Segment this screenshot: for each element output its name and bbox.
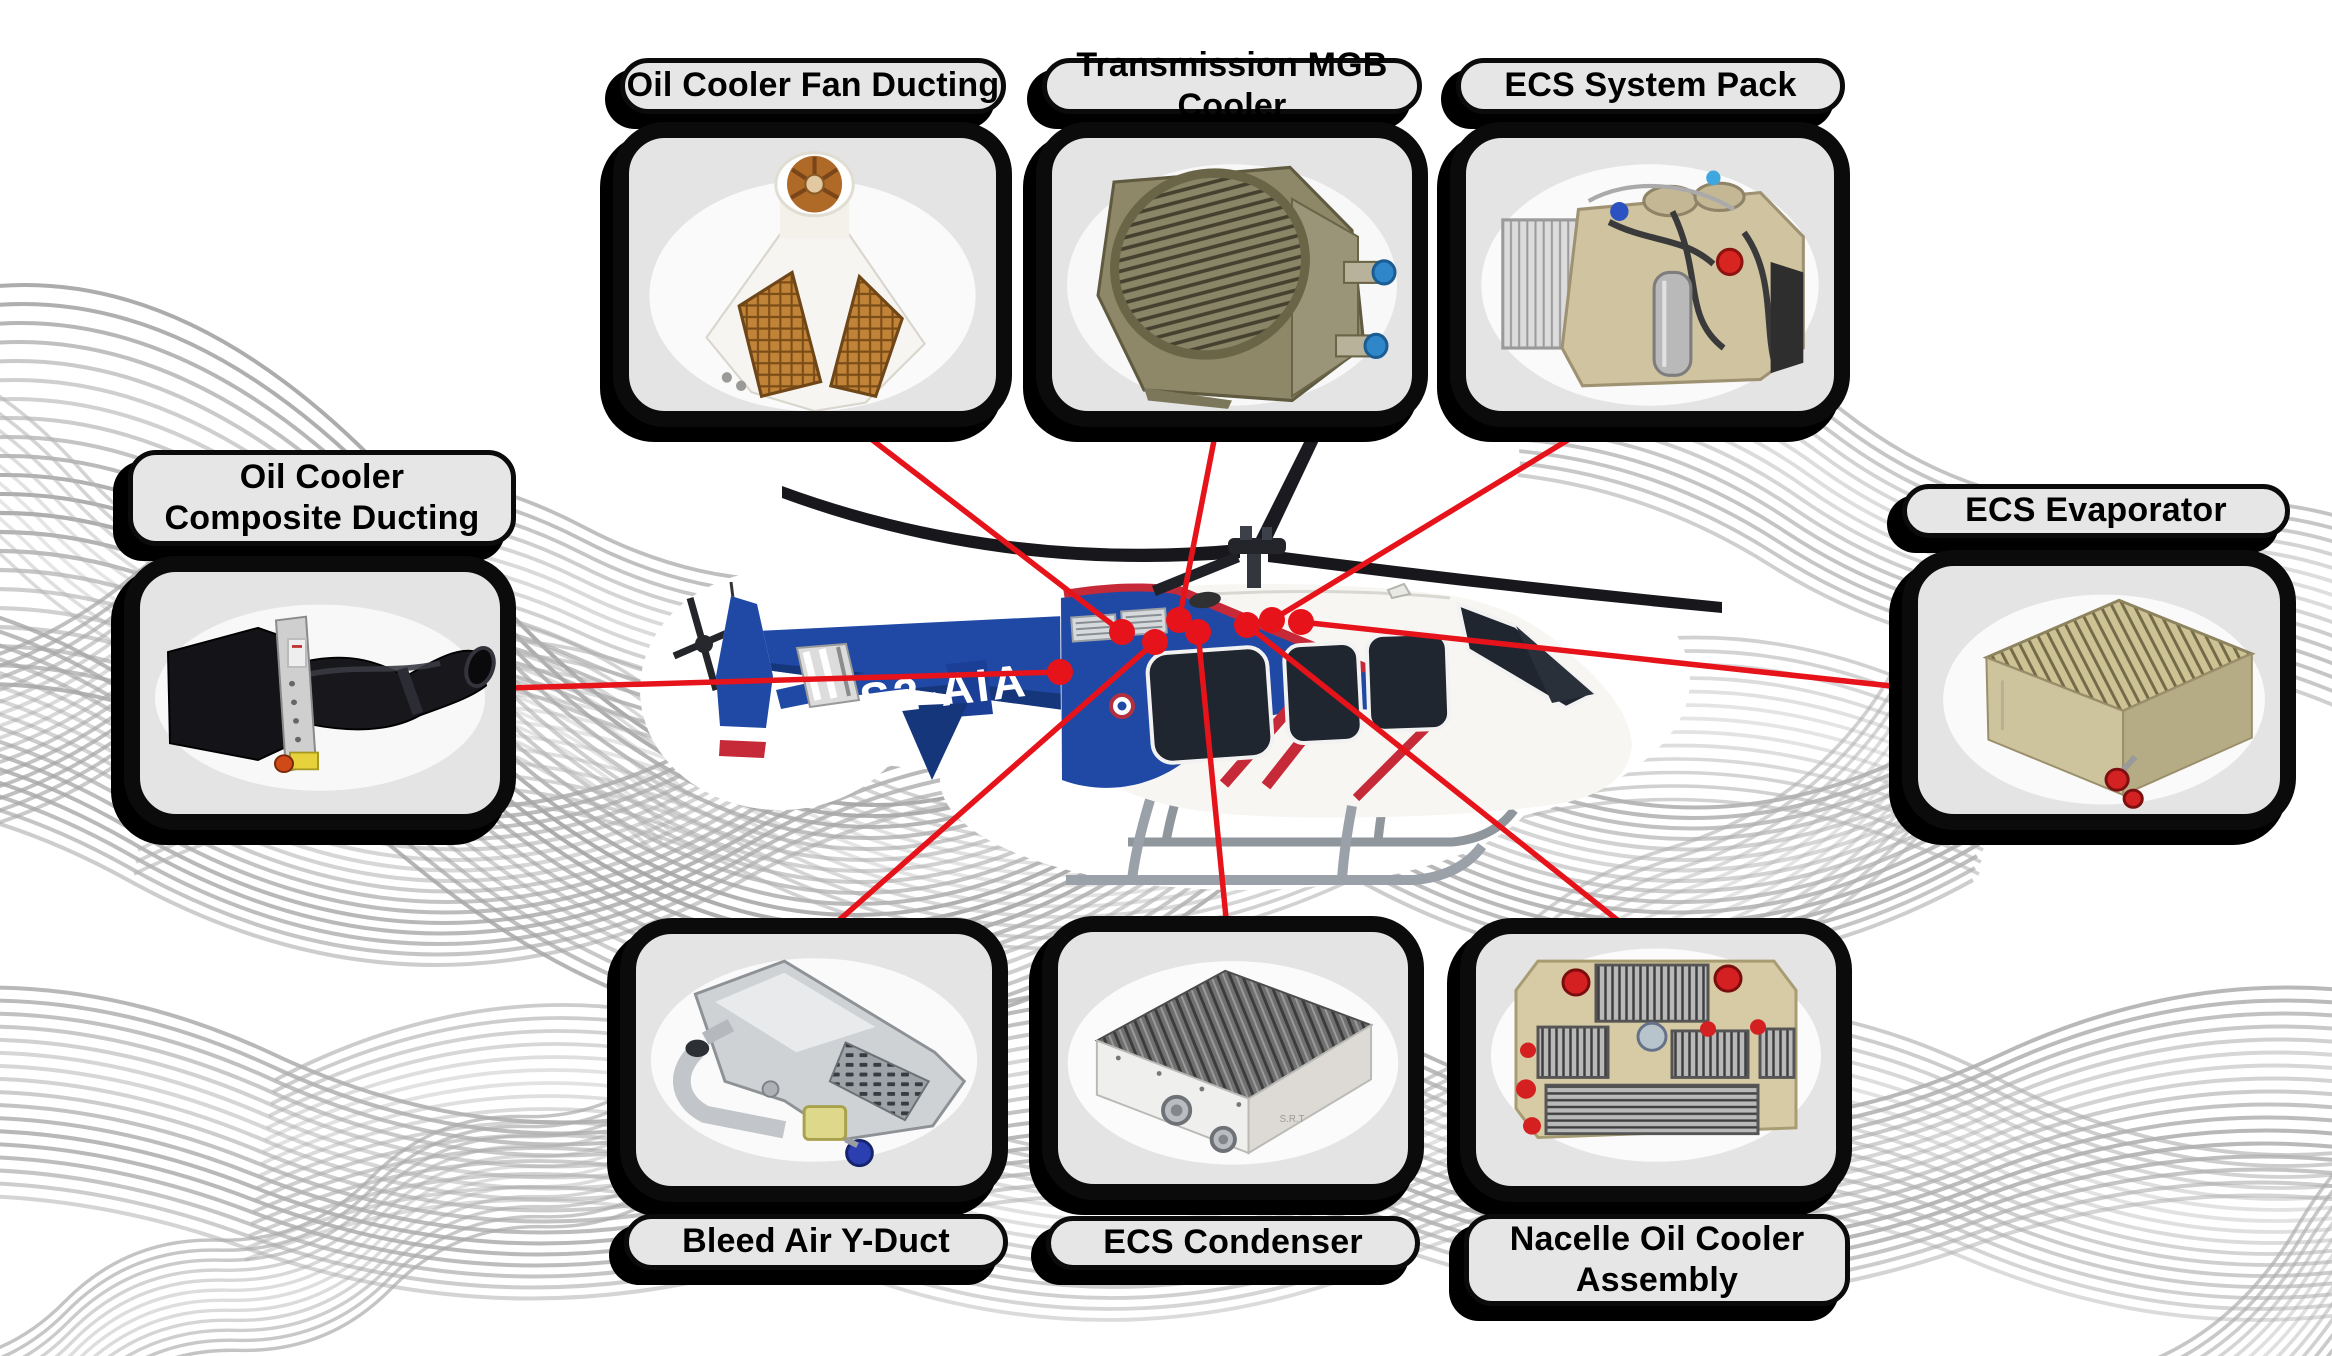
label-text: Nacelle Oil Cooler Assembly [1509, 1219, 1805, 1299]
photo-bleed-air-y-duct [620, 918, 1008, 1202]
connector-ecs-condenser [1195, 629, 1230, 931]
oil-cooler-fan-ducting-photo [649, 151, 976, 411]
connector-lines [505, 409, 1913, 933]
label-text: Transmission MGB Cooler [1076, 45, 1388, 125]
label-nacelle-oil-cooler-assembly: Nacelle Oil Cooler Assembly [1464, 1214, 1850, 1306]
label-text: Oil Cooler Composite Ducting [164, 457, 480, 537]
nacelle-oil-cooler-assembly-photo [1491, 948, 1821, 1162]
photo-ecs-condenser: S.R.T [1042, 916, 1424, 1200]
label-ecs-condenser: ECS Condenser [1046, 1216, 1420, 1270]
label-ecs-evaporator: ECS Evaporator [1902, 484, 2290, 538]
ecs-system-pack-photo [1481, 164, 1819, 406]
connector-bleed-air-y-duct [825, 639, 1158, 933]
label-text: Bleed Air Y-Duct [682, 1222, 950, 1261]
label-oil-cooler-composite-ducting: Oil Cooler Composite Ducting [128, 450, 516, 546]
label-text: ECS System Pack [1504, 66, 1797, 105]
connector-oil-cooler-composite-ducting [505, 669, 1063, 691]
label-text: ECS Evaporator [1965, 491, 2227, 530]
connector-ecs-system-pack [1269, 415, 1607, 623]
oil-cooler-composite-ducting-photo [155, 604, 496, 791]
transmission-mgb-cooler-photo [1067, 164, 1397, 409]
ecs-evaporator-photo [1943, 594, 2265, 809]
photo-nacelle-oil-cooler-assembly [1460, 918, 1852, 1202]
photo-oil-cooler-composite-ducting [124, 556, 516, 830]
connector-oil-cooler-fan-ducting [833, 409, 1125, 635]
label-text: ECS Condenser [1103, 1223, 1363, 1262]
connector-nacelle-oil-cooler-assembly [1244, 622, 1633, 933]
photo-ecs-evaporator [1902, 550, 2296, 830]
ecs-condenser-photo: S.R.T [1067, 961, 1399, 1165]
label-ecs-system-pack: ECS System Pack [1456, 58, 1845, 114]
photo-ecs-system-pack [1450, 122, 1850, 427]
label-oil-cooler-fan-ducting: Oil Cooler Fan Ducting [620, 58, 1006, 114]
svg-text:S.R.T: S.R.T [1280, 1114, 1305, 1125]
label-bleed-air-y-duct: Bleed Air Y-Duct [624, 1214, 1008, 1270]
photo-transmission-mgb-cooler [1036, 122, 1428, 427]
connector-transmission-mgb-cooler [1176, 417, 1221, 623]
connector-dots [1047, 607, 1314, 685]
label-transmission-mgb-cooler: Transmission MGB Cooler [1042, 46, 1422, 125]
label-text: Oil Cooler Fan Ducting [626, 66, 1000, 105]
tail-fin [672, 581, 773, 792]
bleed-air-y-duct-photo [650, 958, 978, 1168]
connector-ecs-evaporator [1298, 619, 1913, 691]
photo-oil-cooler-fan-ducting [613, 122, 1012, 427]
